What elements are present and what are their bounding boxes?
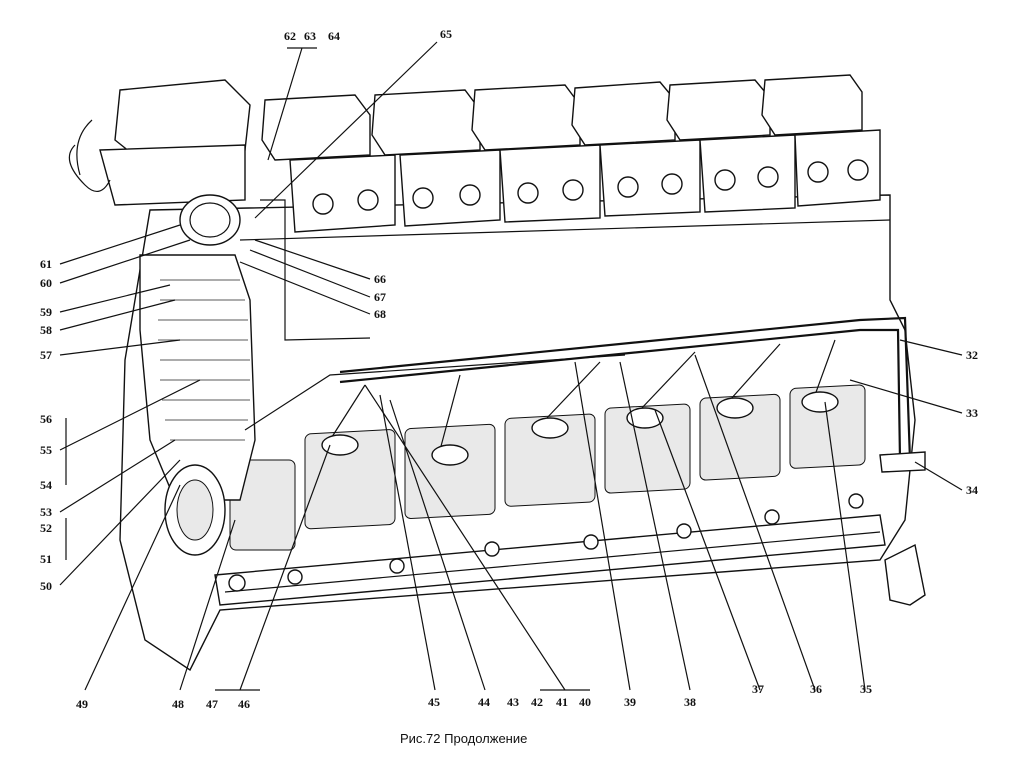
callout-33: 33 — [966, 406, 978, 420]
oil-filler-pipe — [884, 543, 926, 606]
callout-42: 42 — [531, 695, 543, 709]
callout-40: 40 — [579, 695, 591, 709]
callout-54: 54 — [40, 478, 52, 492]
engine-block — [119, 194, 916, 672]
inspection-windows — [229, 384, 866, 551]
callout-68: 68 — [374, 307, 386, 321]
callout-66: 66 — [374, 272, 386, 286]
callout-65: 65 — [440, 27, 452, 41]
callout-58: 58 — [40, 323, 52, 337]
callout-50: 50 — [40, 579, 52, 593]
callout-67: 67 — [374, 290, 386, 304]
callout-61: 61 — [40, 257, 52, 271]
callout-47: 47 — [206, 697, 218, 711]
callout-45: 45 — [428, 695, 440, 709]
callout-62: 62 — [284, 29, 296, 43]
callout-32: 32 — [966, 348, 978, 362]
callout-43: 43 — [507, 695, 519, 709]
figure-caption: Рис.72 Продолжение — [400, 731, 527, 746]
callout-38: 38 — [684, 695, 696, 709]
callout-44: 44 — [478, 695, 490, 709]
leader-lines — [59, 41, 963, 691]
callout-39: 39 — [624, 695, 636, 709]
bolt-bosses — [228, 493, 864, 592]
callout-36: 36 — [810, 682, 822, 696]
callout-41: 41 — [556, 695, 568, 709]
callout-51: 51 — [40, 552, 52, 566]
callout-63: 63 — [304, 29, 316, 43]
callout-60: 60 — [40, 276, 52, 290]
callout-52: 52 — [40, 521, 52, 535]
cylinder-heads — [261, 74, 881, 233]
callout-34: 34 — [966, 483, 978, 497]
callout-57: 57 — [40, 348, 52, 362]
callout-48: 48 — [172, 697, 184, 711]
front-gear-assembly — [68, 79, 256, 556]
callout-53: 53 — [40, 505, 52, 519]
callout-35: 35 — [860, 682, 872, 696]
callout-56: 56 — [40, 412, 52, 426]
callout-labels: 62 63 64 65 61 60 59 58 57 56 55 54 53 5… — [40, 27, 978, 711]
callout-64: 64 — [328, 29, 340, 43]
callout-55: 55 — [40, 443, 52, 457]
callout-49: 49 — [76, 697, 88, 711]
callout-59: 59 — [40, 305, 52, 319]
callout-37: 37 — [752, 682, 764, 696]
callout-46: 46 — [238, 697, 250, 711]
